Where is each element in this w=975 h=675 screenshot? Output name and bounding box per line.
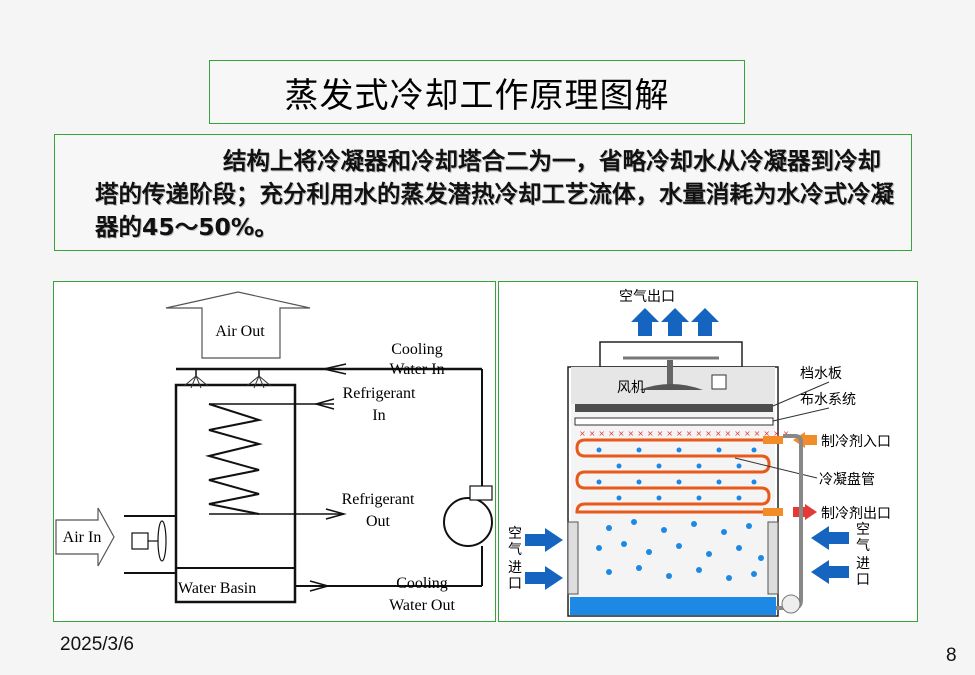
refrigerant-in-label-1: Refrigerant <box>343 385 416 402</box>
description-text: 结构上将冷凝器和冷却塔合二为一，省略冷却水从冷凝器到冷却塔的传递阶段；充分利用水… <box>95 147 894 241</box>
baffle-label: 档水板 <box>800 366 842 382</box>
air-inlet-left-char-1: 空 <box>508 526 522 542</box>
condensing-coil-label: 冷凝盘管 <box>819 471 875 488</box>
air-inlet-left-char-4: 口 <box>508 576 522 592</box>
air-inlet-right-char-4: 口 <box>856 572 870 588</box>
fan-motor-box <box>711 374 727 390</box>
air-inlet-left-arrows <box>525 528 563 590</box>
title-box: 蒸发式冷却工作原理图解 <box>209 60 745 124</box>
distribution-pipe <box>574 417 774 426</box>
fan-blade <box>157 520 167 562</box>
refrigerant-outlet-arrow <box>793 504 817 520</box>
evaporative-condenser-diagram: 空气出口 风机 ×××××××××××××××××××××× 档水板 布水系统 <box>498 281 918 622</box>
air-inlet-left-char-3: 进 <box>508 560 522 576</box>
spray-nozzle-right <box>246 375 272 389</box>
pump <box>443 497 493 547</box>
water-droplets <box>596 447 764 581</box>
baffle-plate <box>575 404 773 412</box>
air-in-label: Air In <box>63 529 102 546</box>
tower-body <box>174 383 297 604</box>
water-distribution-label: 布水系统 <box>800 392 856 408</box>
cooling-water-out-label-1: Cooling <box>396 575 448 592</box>
refrigerant-outlet-label: 制冷剂出口 <box>821 506 891 522</box>
air-out-label: Air Out <box>215 323 265 340</box>
refrigerant-out-label-2: Out <box>366 513 391 530</box>
cooling-water-in-label-2: Water In <box>389 361 444 378</box>
air-inlet-right-char-3: 进 <box>856 556 870 572</box>
cooling-water-out-label-2: Water Out <box>389 597 455 614</box>
schematic-diagram: Air Out Water Basin Cooling Water In Ref… <box>53 281 496 622</box>
air-inlet-left-char-2: 气 <box>508 542 522 558</box>
refrigerant-inlet-label: 制冷剂入口 <box>821 434 891 450</box>
page-title: 蒸发式冷却工作原理图解 <box>284 75 670 116</box>
page-number: 8 <box>946 645 957 666</box>
water-basin <box>570 597 776 615</box>
air-inlet-right-arrows <box>811 526 849 584</box>
fan-label: 风机 <box>617 380 645 396</box>
fan-blades <box>639 384 703 390</box>
spray-nozzle-left <box>183 375 209 389</box>
air-inlet-right-char-1: 空 <box>856 522 870 538</box>
description-box: 结构上将冷凝器和冷却塔合二为一，省略冷却水从冷凝器到冷却塔的传递阶段；充分利用水… <box>54 134 912 251</box>
water-basin-label: Water Basin <box>178 580 256 597</box>
air-outlet-label: 空气出口 <box>619 289 675 305</box>
condenser-coil <box>205 403 263 515</box>
refrigerant-in-label-2: In <box>372 407 385 424</box>
svg-text:××××××××××××××××××××××: ×××××××××××××××××××××× <box>579 429 792 438</box>
air-outlet-arrows <box>631 308 719 336</box>
air-out-arrow <box>165 291 311 359</box>
air-inlet-right-char-2: 气 <box>856 538 870 554</box>
condensing-coil <box>575 438 771 514</box>
fan-motor <box>131 532 149 550</box>
footer-date: 2025/3/6 <box>60 634 134 655</box>
air-in-arrow <box>55 507 115 567</box>
cooling-water-in-label-1: Cooling <box>391 341 443 358</box>
refrigerant-out-label-1: Refrigerant <box>342 491 415 508</box>
